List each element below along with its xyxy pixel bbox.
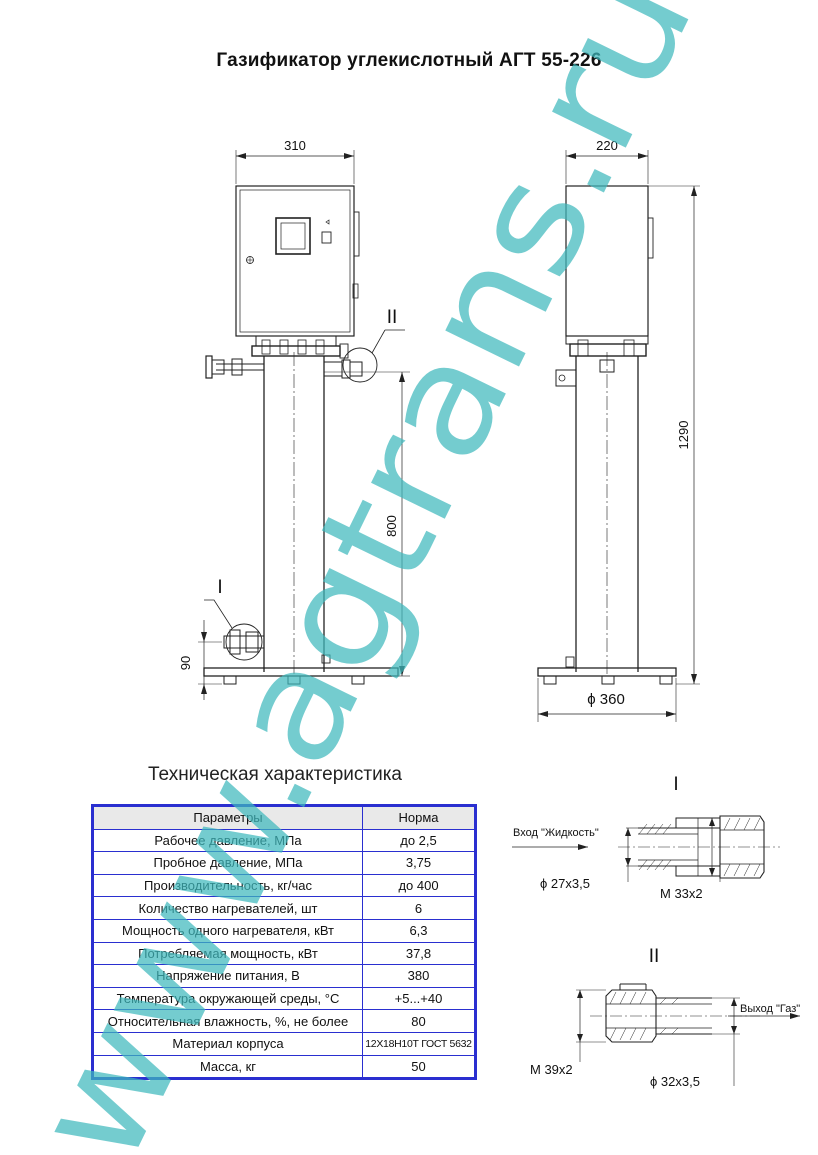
value-cell: 3,75 [362,851,476,875]
front-view [198,150,410,700]
detail-ii-pipe-dim: ϕ 32х3,5 [650,1074,700,1089]
param-cell: Напряжение питания, В [92,964,363,988]
dim-base-diameter: ϕ 360 [587,691,625,708]
table-row: Температура окружающей среды, °С+5...+40 [92,986,476,1011]
detail-ii-drawing [576,983,800,1086]
param-cell: Масса, кг [92,1054,363,1080]
value-cell: 6,3 [362,918,476,943]
dim-height-total: 1290 [676,421,691,450]
value-cell: 80 [362,1009,476,1033]
side-view [537,150,700,722]
param-cell: Температура окружающей среды, °С [92,986,363,1011]
dim-width-front: 310 [284,138,306,153]
value-cell: 380 [362,964,476,988]
value-cell: до 2,5 [362,828,476,853]
param-cell: Относительная влажность, %, не более [92,1009,363,1033]
spec-header-row: Параметры Норма [92,805,476,830]
param-cell: Количество нагревателей, шт [92,896,363,920]
param-cell: Рабочее давление, МПа [92,828,363,853]
value-cell: 6 [362,896,476,920]
value-cell: 37,8 [362,941,476,966]
detail-i-drawing [512,815,780,882]
detail-i-pipe-dim: ϕ 27х3,5 [540,876,590,891]
detail-i-callout-circle [225,623,263,661]
detail-ii-outlet-label: Выход "Газ" [740,1003,800,1015]
detail-i-thread-dim: М 33х2 [660,886,703,901]
param-cell: Пробное давление, МПа [92,851,363,875]
param-cell: Производительность, кг/час [92,873,363,898]
col-param-header: Параметры [92,805,363,830]
detail-i-label: I [673,774,678,795]
dim-height-inlet: 90 [178,656,193,670]
detail-ii-callout-circle [342,347,378,383]
value-cell: до 400 [362,873,476,898]
marker-detail-i: I [217,577,222,598]
param-cell: Потребляемая мощность, кВт [92,941,363,966]
param-cell: Мощность одного нагревателя, кВт [92,918,363,943]
dim-width-side: 220 [596,138,618,153]
spec-heading: Техническая характеристика [148,764,402,785]
detail-i-inlet-label: Вход "Жидкость" [513,827,599,839]
drawing-title: Газификатор углекислотный АГТ 55-226 [216,50,602,71]
side-cabinet [565,185,649,337]
param-cell: Материал корпуса [92,1031,363,1056]
detail-ii-thread-dim: М 39х2 [530,1062,573,1077]
value-cell: +5...+40 [362,986,476,1011]
dim-height-stand: 800 [384,515,399,537]
marker-detail-ii: II [387,307,398,328]
col-norm-header: Норма [362,805,476,830]
detail-ii-label: II [649,946,660,967]
display-window [275,217,311,255]
value-cell: 50 [362,1054,476,1080]
value-cell: 12Х18Н10Т ГОСТ 5632 [362,1031,476,1056]
